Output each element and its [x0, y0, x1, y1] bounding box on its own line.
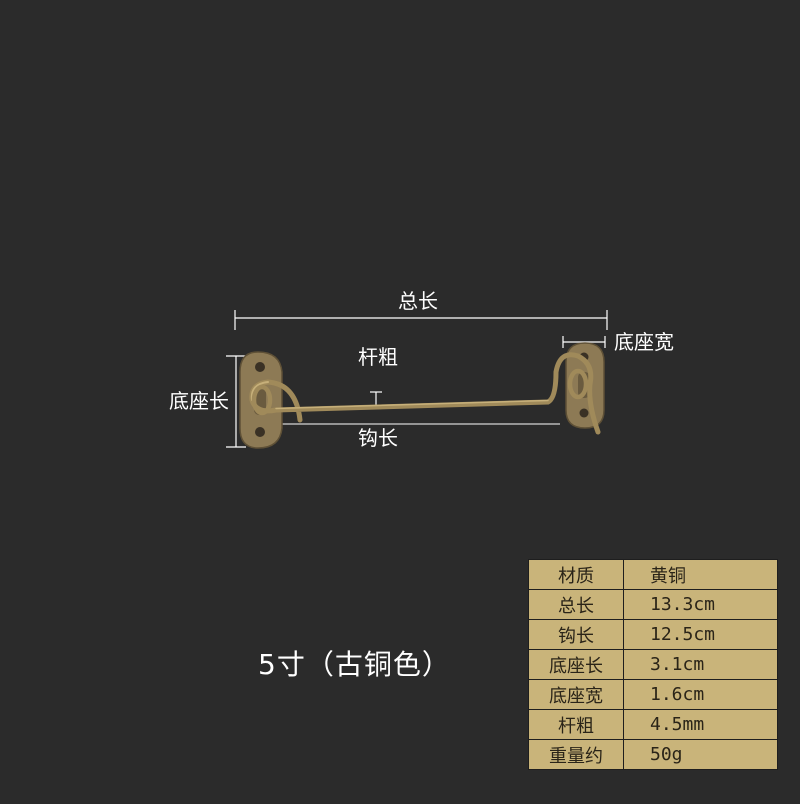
spec-value: 1.6cm — [623, 679, 778, 710]
spec-value: 4.5mm — [623, 709, 778, 740]
base-width-dimension — [562, 336, 606, 348]
base-length-label: 底座长 — [169, 389, 229, 413]
spec-key: 重量约 — [528, 739, 624, 770]
base-width-label: 底座宽 — [614, 330, 674, 354]
spec-key: 杆粗 — [528, 709, 624, 740]
staple-loops — [251, 368, 589, 416]
spec-value: 13.3cm — [623, 589, 778, 620]
spec-key: 底座长 — [528, 649, 624, 680]
total-length-dimension — [234, 310, 608, 330]
total-length-label: 总长 — [398, 289, 438, 313]
hook-rod — [249, 352, 601, 435]
spec-key: 材质 — [528, 559, 624, 590]
product-variant-caption: 5寸（古铜色） — [258, 648, 451, 681]
spec-key: 底座宽 — [528, 679, 624, 710]
base-length-dimension — [226, 355, 246, 448]
spec-row: 材质黄铜 — [528, 559, 778, 590]
spec-value: 黄铜 — [623, 559, 778, 590]
left-base-plate — [239, 351, 283, 449]
spec-value: 3.1cm — [623, 649, 778, 680]
rod-thickness-label: 杆粗 — [358, 345, 398, 369]
spec-key: 总长 — [528, 589, 624, 620]
spec-key: 钩长 — [528, 619, 624, 650]
spec-value: 50g — [623, 739, 778, 770]
spec-value: 12.5cm — [623, 619, 778, 650]
hook-length-label: 钩长 — [358, 426, 398, 450]
